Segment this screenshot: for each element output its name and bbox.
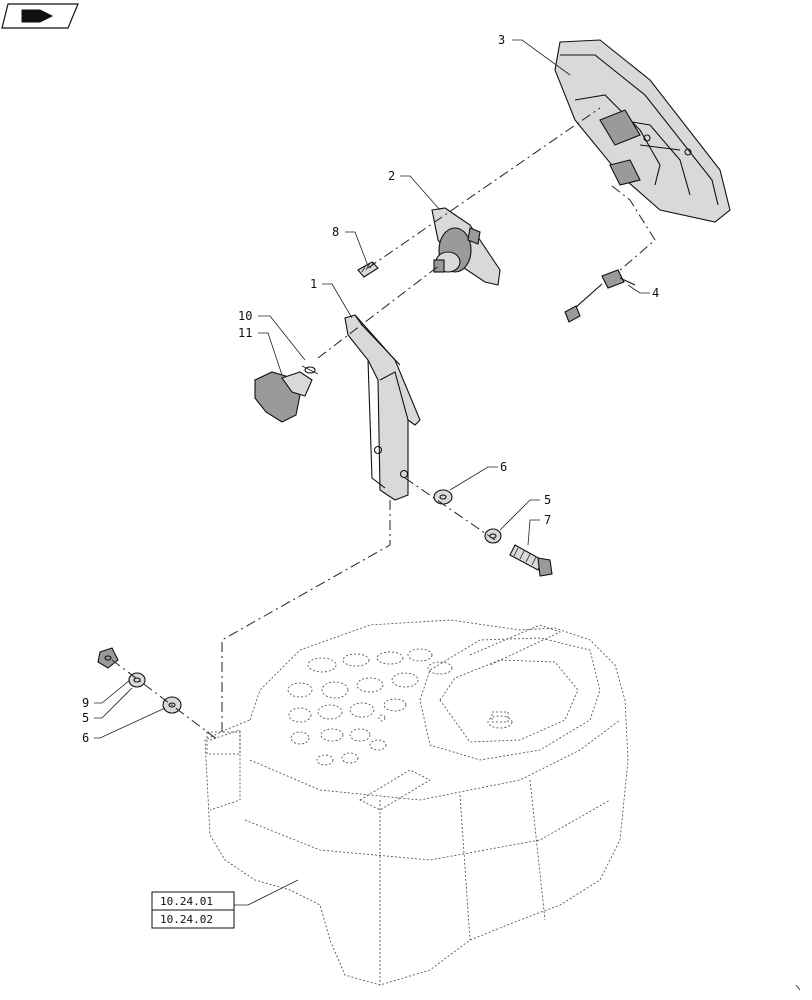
callout-10[interactable]: 10 xyxy=(238,309,252,323)
callout-3[interactable]: 3 xyxy=(498,33,505,47)
washer-part-5-left xyxy=(128,672,146,688)
callout-6-left[interactable]: 6 xyxy=(82,731,89,745)
cable-connector-part-4 xyxy=(564,269,636,323)
washer-part-5-right xyxy=(484,528,502,544)
display-module-part-3 xyxy=(554,39,731,223)
callout-4[interactable]: 4 xyxy=(652,286,659,300)
washer-part-10 xyxy=(301,365,319,375)
callout-1[interactable]: 1 xyxy=(310,277,317,291)
reference-link-2[interactable]: 10.24.02 xyxy=(160,913,213,926)
callout-6-right[interactable]: 6 xyxy=(500,460,507,474)
console-base-outline xyxy=(204,619,629,986)
callout-2[interactable]: 2 xyxy=(388,169,395,183)
leader-lines xyxy=(94,39,650,906)
callout-5-left[interactable]: 5 xyxy=(82,711,89,725)
callout-labels: 3 2 8 1 10 11 4 6 5 7 9 5 6 xyxy=(82,33,659,745)
assembly-lines xyxy=(111,107,656,741)
nut-part-9 xyxy=(97,647,119,669)
callout-11[interactable]: 11 xyxy=(238,326,252,340)
callout-7[interactable]: 7 xyxy=(544,513,551,527)
mount-bracket-part-2 xyxy=(431,207,501,286)
bolt-part-7 xyxy=(509,544,553,577)
corner-mark xyxy=(795,984,801,991)
reference-link-1[interactable]: 10.24.01 xyxy=(160,895,213,908)
callout-8[interactable]: 8 xyxy=(332,225,339,239)
arrow-next-page-icon[interactable] xyxy=(1,3,79,29)
knob-part-11 xyxy=(254,371,313,423)
reference-box: 10.24.01 10.24.02 xyxy=(151,891,235,929)
support-arm-part-1 xyxy=(344,314,421,501)
callout-5-right[interactable]: 5 xyxy=(544,493,551,507)
callout-9[interactable]: 9 xyxy=(82,696,89,710)
washer-part-6-right xyxy=(433,489,453,505)
screw-part-8 xyxy=(357,261,379,278)
